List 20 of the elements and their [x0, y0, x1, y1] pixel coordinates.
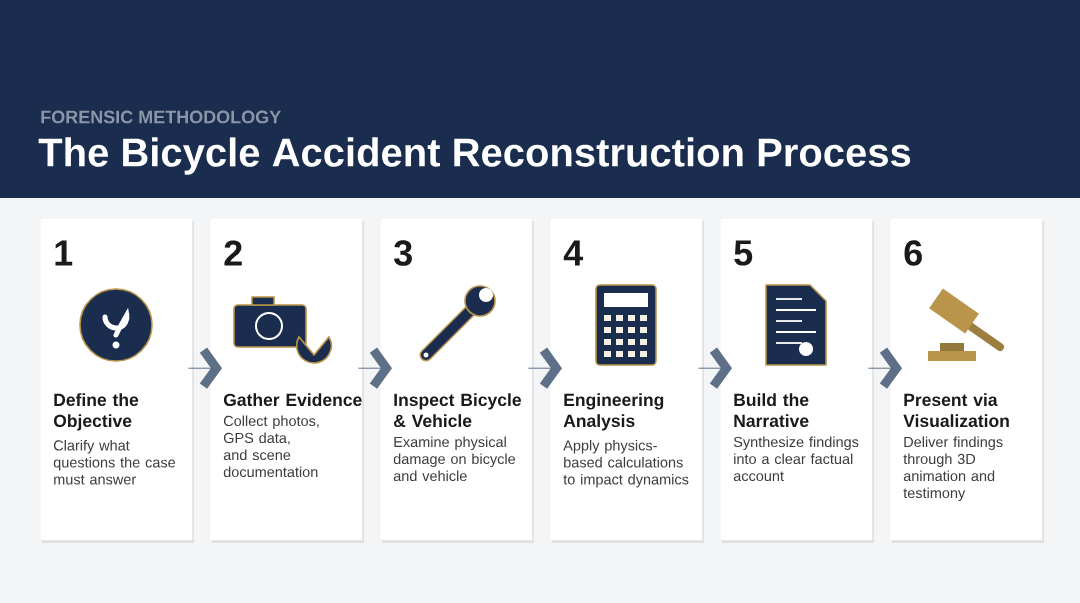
- step-number: 2: [224, 240, 242, 266]
- step-number: 3: [394, 240, 412, 266]
- step-description: Apply physics-based calculations to impact dynamics: [563, 439, 689, 488]
- step-number: 1: [55, 240, 73, 266]
- subtitle: FORENSIC METHODOLOGY: [41, 110, 281, 124]
- step-description: Collect photos, GPS data, and scene documentation: [223, 415, 319, 478]
- step-number: 5: [734, 240, 753, 266]
- step-heading: Inspect Bicycle & Vehicle: [393, 393, 521, 428]
- step-number: 6: [904, 240, 922, 266]
- step-description: Synthesize findings into a clear factual account: [733, 436, 859, 482]
- step-heading: Present via Visualization: [903, 393, 1009, 428]
- title: The Bicycle Accident Reconstruction Process: [38, 137, 911, 175]
- step-heading: Gather Evidence: [223, 393, 362, 407]
- step-number: 4: [563, 240, 584, 266]
- step-description: Deliver findings through 3D animation and testimony: [903, 436, 1003, 501]
- step-heading: Engineering Analysis: [563, 393, 664, 431]
- step-description: Examine physical damage on bicycle and vehicle: [393, 436, 516, 482]
- step-description: Clarify what questions the case must answer: [53, 439, 176, 485]
- step-heading: Build the Narrative: [734, 393, 809, 428]
- step-heading: Define the Objective: [53, 393, 139, 431]
